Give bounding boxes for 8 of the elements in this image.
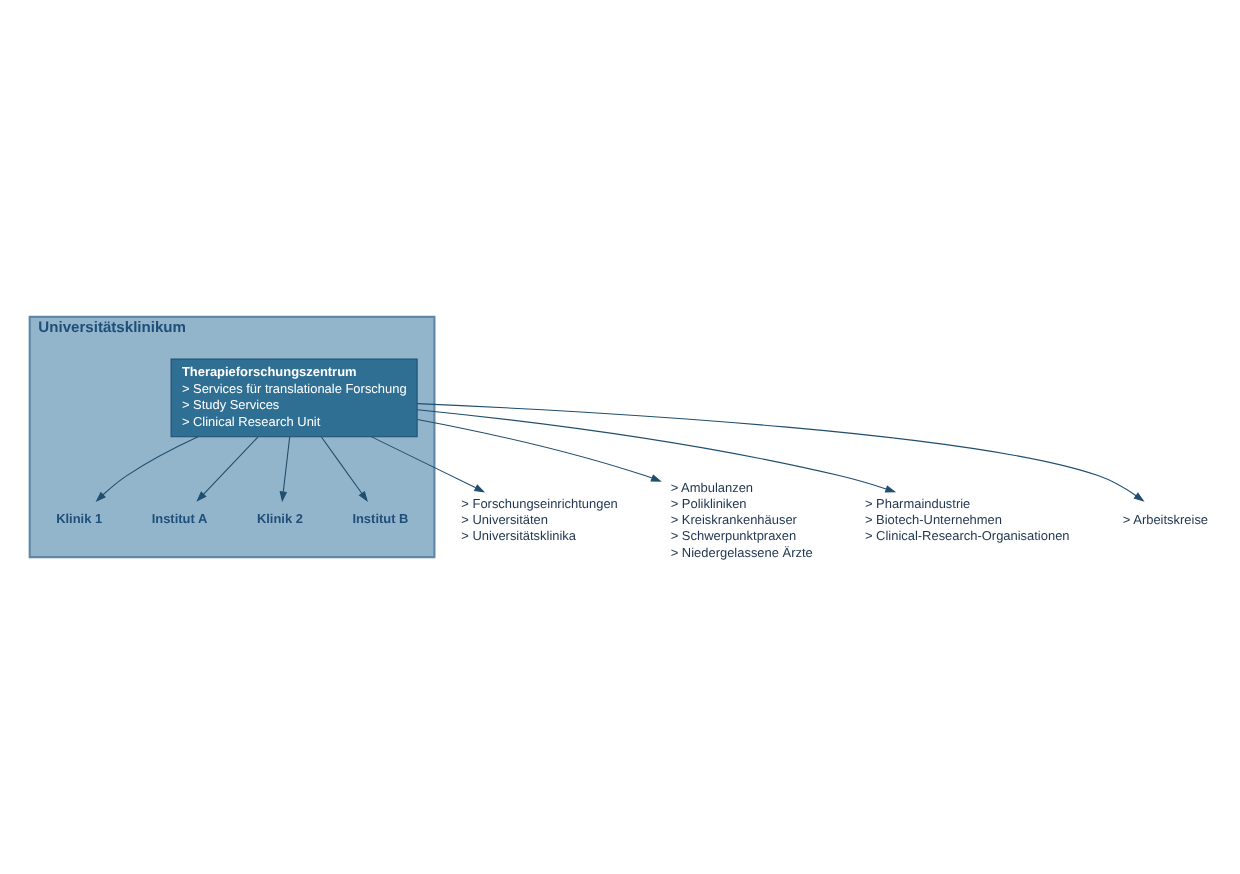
- arrow: [371, 436, 486, 493]
- arrow: [416, 403, 1145, 502]
- arrow: [196, 436, 259, 502]
- arrow: [279, 436, 291, 503]
- arrow: [95, 436, 199, 502]
- arrow: [416, 409, 897, 493]
- arrow: [320, 436, 368, 502]
- arrow: [416, 418, 662, 482]
